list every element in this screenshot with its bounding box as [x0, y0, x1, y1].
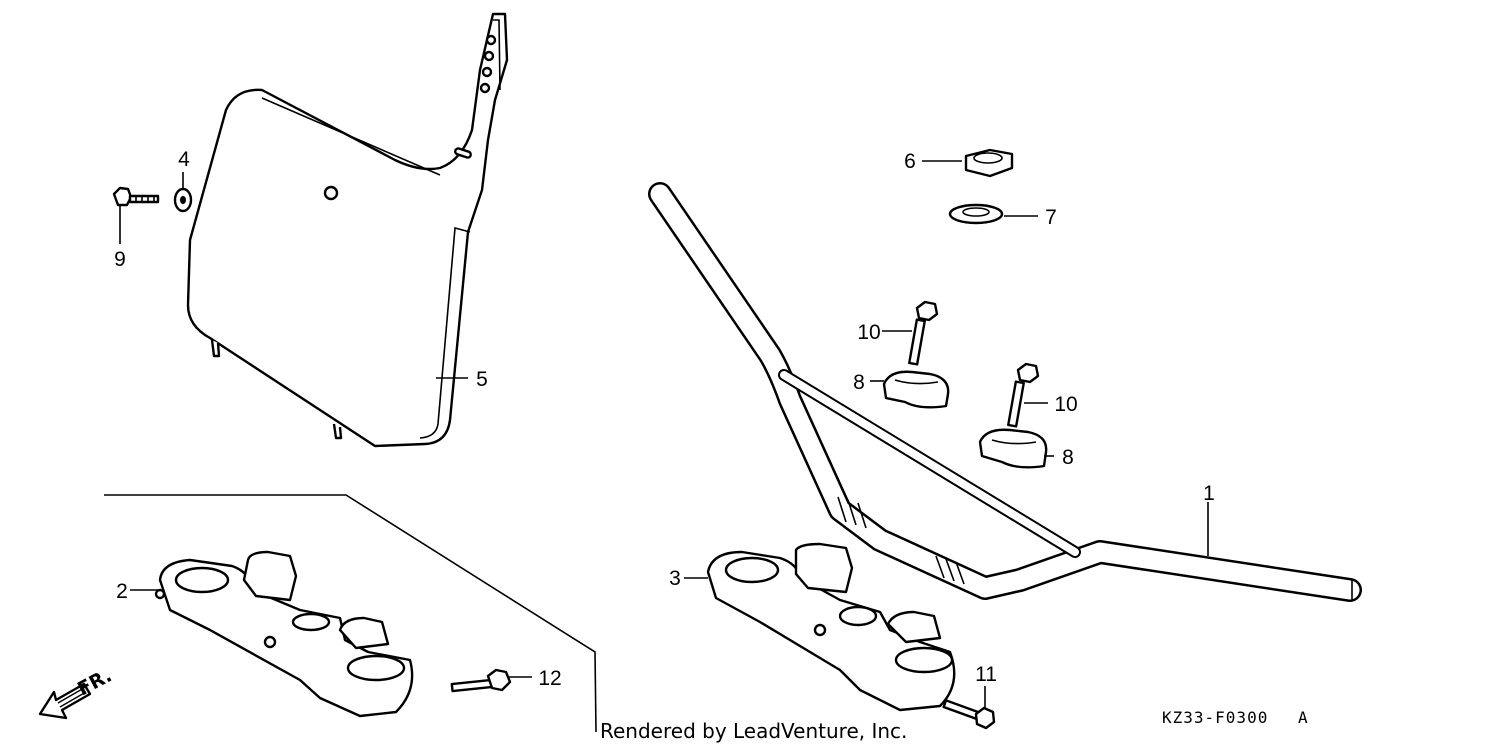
bolt-part-12[interactable] [450, 668, 512, 693]
callout-4[interactable]: 4 [178, 148, 190, 171]
callout-1[interactable]: 1 [1203, 482, 1215, 505]
callout-11[interactable]: 11 [975, 663, 997, 686]
callout-2[interactable]: 2 [116, 580, 128, 603]
bolt-part-11[interactable] [942, 699, 996, 730]
bridge-part-2[interactable] [154, 550, 414, 718]
nut-part-6[interactable] [964, 148, 1014, 178]
callout-10-lower[interactable]: 10 [1054, 393, 1077, 416]
handlebar-part-1[interactable] [648, 182, 1362, 602]
diagram-code: KZ33-F0300 [1162, 708, 1268, 727]
callout-12[interactable]: 12 [538, 667, 561, 690]
bolt-part-9[interactable] [112, 186, 160, 207]
callout-8-lower[interactable]: 8 [1062, 446, 1074, 469]
callout-10-upper[interactable]: 10 [857, 321, 880, 344]
front-direction-indicator: FR. [38, 664, 115, 720]
washer-part-4[interactable] [173, 187, 193, 213]
diagram-code-suffix: A [1298, 708, 1309, 727]
callout-8-upper[interactable]: 8 [853, 371, 865, 394]
leader-lines [119, 160, 1209, 708]
callout-9[interactable]: 9 [114, 248, 126, 271]
callout-7[interactable]: 7 [1045, 206, 1057, 229]
section-divider-line [104, 494, 597, 733]
handlebar-clamp-part-8-lower[interactable] [978, 428, 1048, 469]
bolt-part-10-upper[interactable] [908, 300, 939, 366]
washer-part-7[interactable] [948, 203, 1004, 225]
credit-text: Rendered by LeadVenture, Inc. [600, 719, 907, 743]
callout-5[interactable]: 5 [476, 368, 488, 391]
callout-6[interactable]: 6 [904, 150, 916, 173]
callout-3[interactable]: 3 [669, 567, 681, 590]
handlebar-clamp-part-8-upper[interactable] [882, 370, 950, 409]
number-plate-part-5[interactable] [186, 12, 509, 448]
bridge-part-3[interactable] [706, 542, 956, 712]
bolt-part-10-lower[interactable] [1007, 362, 1040, 428]
